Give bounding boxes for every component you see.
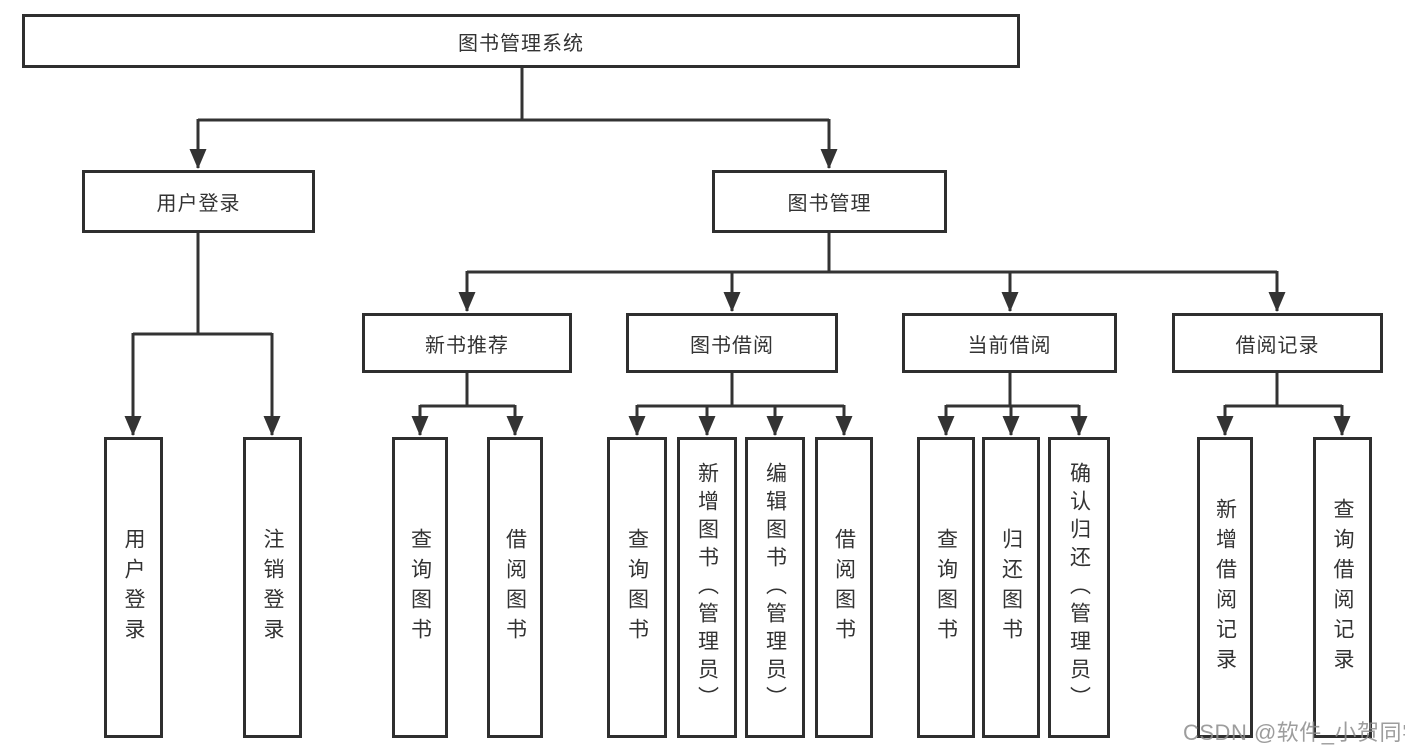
leaf-add-book-admin: 新增图书（管理员） [677,437,737,738]
leaf-query-book-current: 查询图书 [917,437,975,738]
leaf-borrow-book: 借阅图书 [815,437,873,738]
leaf-return-book: 归还图书 [982,437,1040,738]
leaf-edit-book-admin: 编辑图书（管理员） [745,437,805,738]
leaf-confirm-return-admin: 确认归还（管理员） [1048,437,1110,738]
leaf-add-borrow-record: 新增借阅记录 [1197,437,1253,738]
leaf-query-book-recommend: 查询图书 [392,437,448,738]
leaf-logout: 注销登录 [243,437,302,738]
node-book-management: 图书管理 [712,170,947,233]
leaf-query-borrow-record: 查询借阅记录 [1313,437,1372,738]
leaf-borrow-book-recommend: 借阅图书 [487,437,543,738]
node-new-book-recommend: 新书推荐 [362,313,572,373]
node-book-borrow: 图书借阅 [626,313,838,373]
node-root-library-system: 图书管理系统 [22,14,1020,68]
csdn-watermark: CSDN @软件_小贺同学 [1183,720,1405,745]
node-borrow-record: 借阅记录 [1172,313,1383,373]
leaf-user-login: 用户登录 [104,437,163,738]
node-current-borrow: 当前借阅 [902,313,1117,373]
node-user-login: 用户登录 [82,170,315,233]
leaf-query-book-borrow: 查询图书 [607,437,667,738]
